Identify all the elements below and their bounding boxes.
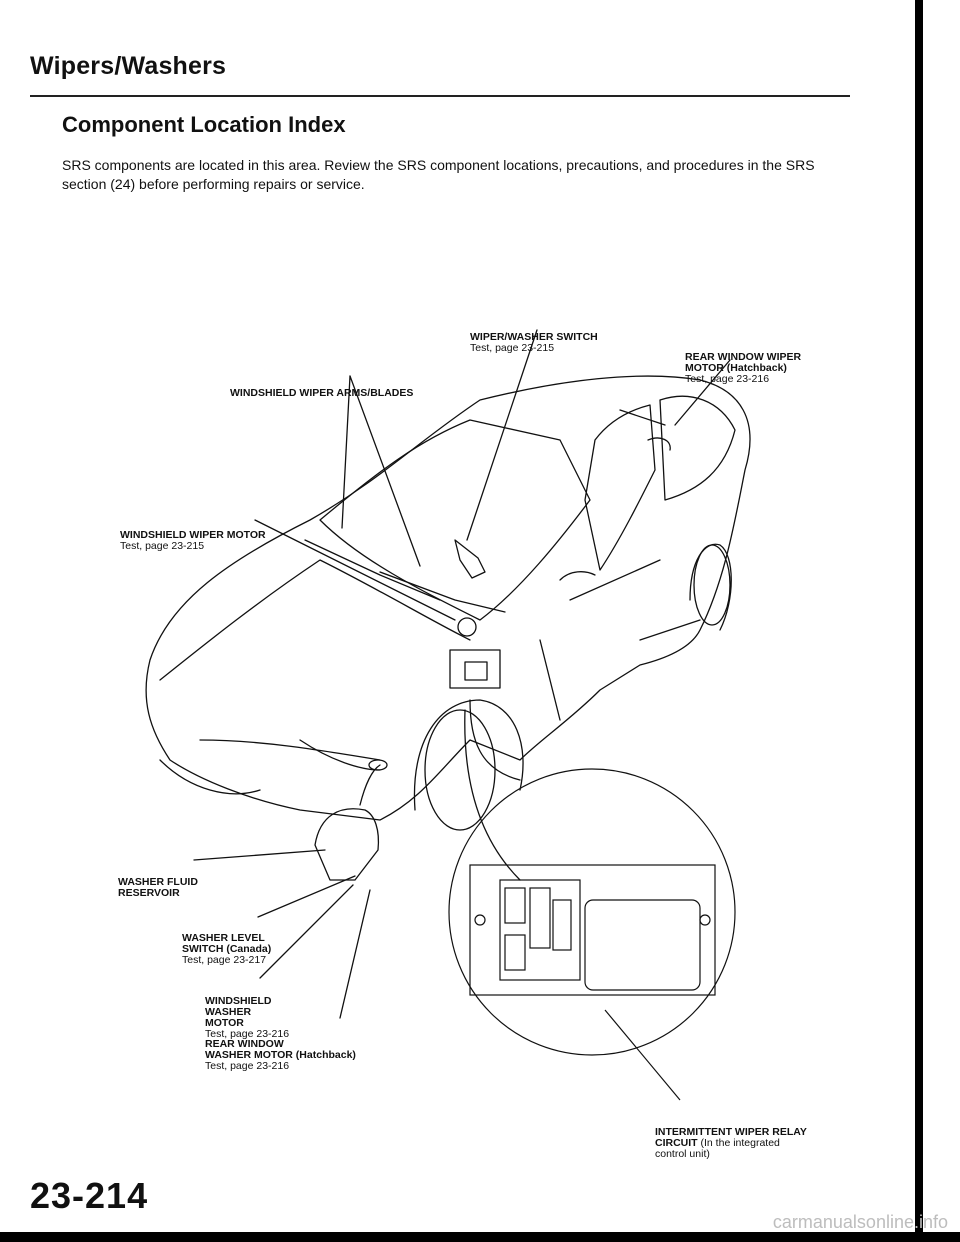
switch-shape (454, 539, 486, 579)
bottom-bar (0, 1232, 960, 1242)
section-title: Component Location Index (62, 112, 346, 137)
windshield (319, 419, 591, 621)
page-title: Wipers/Washers (30, 52, 227, 80)
watermark: carmanualsonline.info (772, 1212, 948, 1232)
leader-switch (466, 329, 538, 541)
title-rule (30, 95, 850, 97)
front-wheel (413, 699, 524, 811)
side-window (584, 404, 656, 571)
wiper-arm-1 (304, 539, 441, 601)
rear-window (659, 395, 736, 501)
leader-arms-1 (341, 375, 351, 529)
wiper-motor-shape (457, 617, 477, 637)
leader-washer-motor (259, 884, 354, 979)
leader-wiper-motor (254, 519, 456, 621)
page-number: 23-214 (30, 1175, 149, 1216)
intro-paragraph: SRS components are located in this area.… (62, 157, 815, 192)
leader-rear-washer (339, 889, 371, 1019)
leader-level (257, 875, 356, 918)
reservoir-shape (314, 808, 380, 881)
leader-reservoir (193, 849, 326, 861)
rear-wiper-shape (619, 409, 671, 451)
control-unit-box (449, 649, 501, 689)
hood-line (159, 559, 471, 681)
rear-wheel (689, 543, 732, 631)
leader-arms-2 (349, 375, 421, 567)
car-body-outline (145, 375, 751, 821)
label-wiper-arms: WINDSHIELD WIPER ARMS/BLADES (230, 387, 414, 399)
leader-rear-motor (674, 359, 731, 426)
relay-inset (448, 768, 736, 1101)
wiper-arm-2 (379, 571, 506, 613)
page-edge-bar (915, 0, 923, 1232)
